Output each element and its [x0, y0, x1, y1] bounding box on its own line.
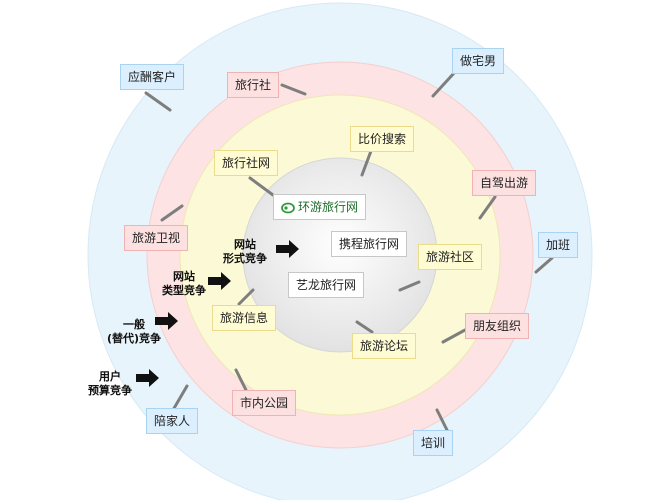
competition-line1: 网站	[173, 270, 195, 283]
arrow-right-icon	[155, 312, 178, 330]
label-accompany-family: 陪家人	[146, 408, 199, 434]
competition-line2: 预算竞争	[88, 384, 132, 397]
label-price-search: 比价搜索	[350, 126, 415, 152]
label-city-park: 市内公园	[232, 390, 297, 416]
arrow-right-icon	[276, 240, 299, 258]
label-elong: 艺龙旅行网	[288, 272, 365, 298]
label-huanyou: 环游旅行网	[273, 194, 367, 220]
connector-tv	[160, 204, 184, 222]
connector-agency-web	[248, 176, 275, 197]
connector-training	[435, 408, 450, 434]
label-travel-tv: 旅游卫视	[124, 225, 189, 251]
arrow-right-icon	[208, 272, 231, 290]
connector-accompany	[171, 384, 189, 412]
competition-line2: 类型竞争	[162, 284, 206, 297]
connector-price-search	[360, 149, 373, 177]
competition-website-type: 网站 类型竞争	[152, 270, 216, 298]
label-agency-website: 旅行社网	[214, 150, 279, 176]
connector-agency	[280, 83, 307, 96]
competition-line1: 网站	[234, 238, 256, 251]
label-self-drive: 自驾出游	[472, 170, 537, 196]
competition-general: 一般 (替代)竞争	[98, 318, 170, 346]
label-travel-community: 旅游社区	[418, 244, 483, 270]
connector-city-park	[234, 368, 248, 392]
competition-line2: (替代)竞争	[106, 332, 162, 345]
label-otaku: 做宅男	[452, 48, 505, 74]
competition-line1: 一般	[123, 318, 145, 331]
label-entertain-clients: 应酬客户	[120, 64, 185, 90]
competition-line1: 用户	[99, 370, 121, 383]
connector-entertain	[144, 91, 172, 112]
label-friends-group: 朋友组织	[465, 313, 530, 339]
label-ctrip: 携程旅行网	[331, 231, 408, 257]
arrow-right-icon	[136, 369, 159, 387]
label-training: 培训	[413, 430, 454, 456]
competition-line2: 形式竞争	[223, 252, 267, 265]
connector-friends	[441, 328, 467, 344]
competition-website-form: 网站 形式竞争	[214, 238, 276, 266]
connector-community	[398, 280, 421, 292]
label-overtime: 加班	[538, 232, 579, 258]
competition-user-budget: 用户 预算竞争	[78, 370, 142, 398]
huanyou-text: 环游旅行网	[298, 200, 359, 214]
connector-overtime	[534, 256, 554, 274]
connector-travel-info	[237, 288, 255, 306]
label-travel-info: 旅游信息	[212, 305, 277, 331]
connector-forum	[355, 320, 374, 334]
connector-otaku	[431, 70, 457, 98]
huanyou-logo-icon	[281, 202, 295, 213]
label-travel-agency: 旅行社	[227, 72, 280, 98]
connector-self-drive	[478, 195, 497, 220]
label-travel-forum: 旅游论坛	[352, 333, 417, 359]
